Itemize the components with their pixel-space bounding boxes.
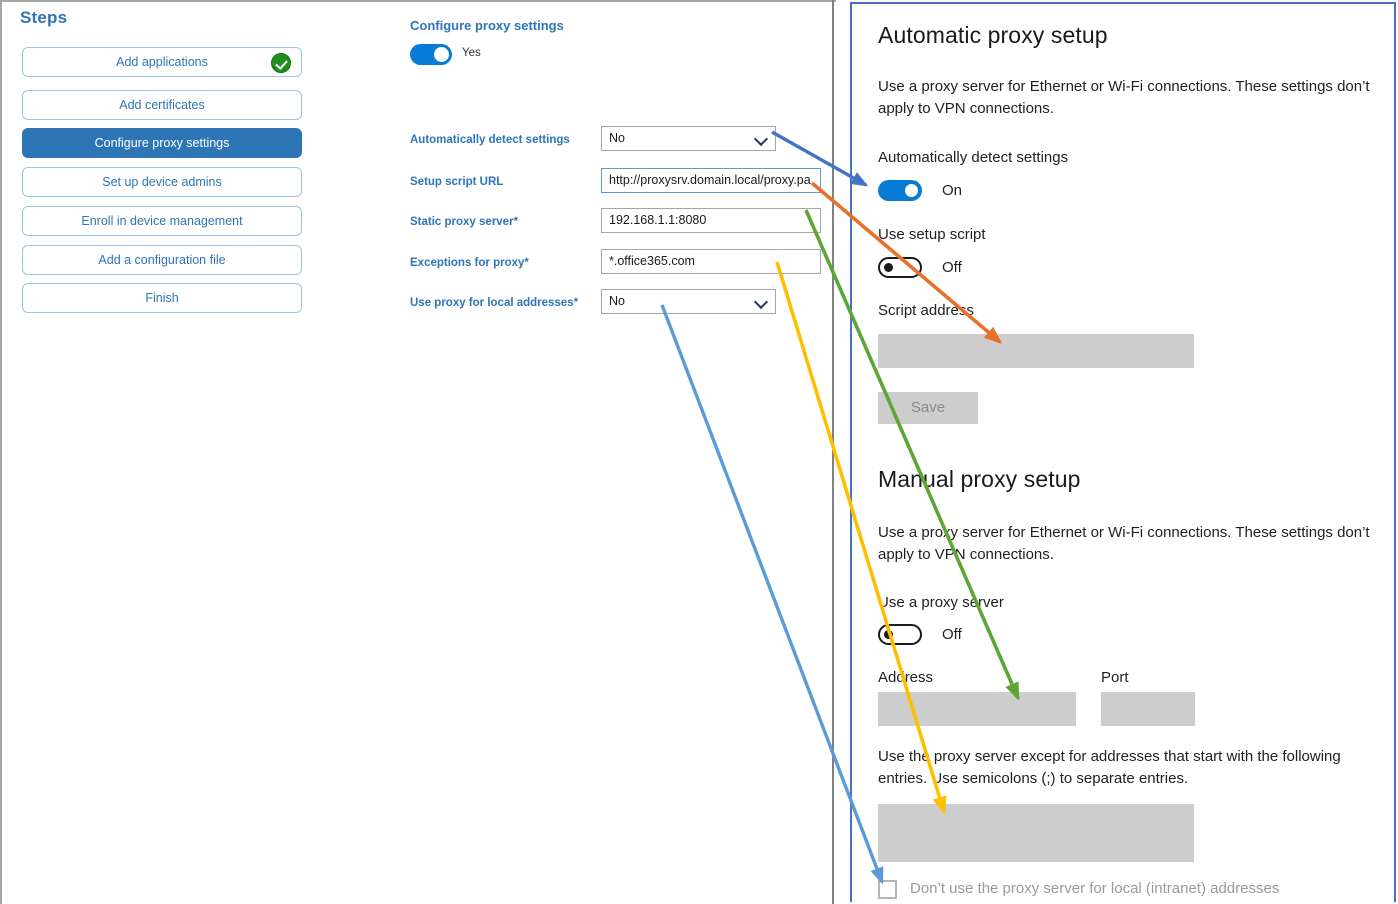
sidebar-item-add-certificates[interactable]: Add certificates [22,90,302,120]
sidebar-item-add-a-configuration-file[interactable]: Add a configuration file [22,245,302,275]
use-a-proxy-server-label: Use a proxy server [878,594,1004,611]
script-address-input[interactable] [878,334,1194,368]
port-input[interactable] [1101,692,1195,726]
use-setup-script-toggle[interactable] [878,257,922,278]
local-addresses-checkbox[interactable] [878,880,897,899]
required-marker: * [513,216,519,228]
step-label: Configure proxy settings [94,136,230,150]
step-label: Enroll in device management [81,214,243,228]
form-heading: Configure proxy settings [410,18,564,33]
port-label: Port [1101,669,1129,686]
chevron-down-icon [756,133,767,144]
address-input[interactable] [878,692,1076,726]
label-automatically-detect-settings: Automatically detect settings [410,134,570,146]
steps-panel: Steps Add applications Add certificates … [2,2,312,902]
input-value: *.office365.com [609,254,695,268]
use-setup-script-toggle-state: Off [942,259,962,276]
sidebar-item-enroll-in-device-management[interactable]: Enroll in device management [22,206,302,236]
step-label: Add a configuration file [98,253,226,267]
input-exceptions-for-proxy[interactable]: *.office365.com [601,249,821,274]
configure-proxy-toggle-label: Yes [462,47,481,59]
sidebar-item-add-applications[interactable]: Add applications [22,47,302,77]
save-button[interactable]: Save [878,392,978,424]
panel-divider [832,0,834,904]
required-marker: * [573,297,579,309]
manual-proxy-setup-heading: Manual proxy setup [878,466,1081,492]
input-setup-script-url[interactable]: http://proxysrv.domain.local/proxy.pa [601,168,821,193]
use-setup-script-label: Use setup script [878,226,986,243]
step-label: Set up device admins [102,175,222,189]
windows-proxy-settings-panel: Automatic proxy setup Use a proxy server… [850,2,1396,902]
steps-title: Steps [20,8,68,27]
manual-proxy-setup-description: Use a proxy server for Ethernet or Wi-Fi… [878,524,1370,563]
window-left-border [0,0,2,904]
sidebar-item-finish[interactable]: Finish [22,283,302,313]
select-value: No [609,294,625,308]
input-value: http://proxysrv.domain.local/proxy.pa [609,173,811,187]
label-use-proxy-for-local-addresses: Use proxy for local addresses* [410,297,579,309]
automatic-proxy-setup-description: Use a proxy server for Ethernet or Wi-Fi… [878,78,1370,117]
input-value: 192.168.1.1:8080 [609,213,707,227]
step-label: Add certificates [119,98,205,112]
select-automatically-detect-settings[interactable]: No [601,126,776,151]
proxy-form-panel: Configure proxy settings Yes Automatical… [400,0,830,904]
label-static-proxy-server: Static proxy server* [410,216,519,228]
use-a-proxy-server-toggle-state: Off [942,626,962,643]
select-value: No [609,131,625,145]
local-addresses-checkbox-label: Don’t use the proxy server for local (in… [910,880,1280,897]
script-address-label: Script address [878,302,974,319]
automatically-detect-settings-label: Automatically detect settings [878,149,1069,166]
automatically-detect-settings-toggle[interactable] [878,180,922,201]
input-static-proxy-server[interactable]: 192.168.1.1:8080 [601,208,821,233]
sidebar-item-set-up-device-admins[interactable]: Set up device admins [22,167,302,197]
label-setup-script-url: Setup script URL [410,176,504,188]
chevron-down-icon [756,296,767,307]
step-label: Add applications [116,55,208,69]
sidebar-item-configure-proxy-settings[interactable]: Configure proxy settings [22,128,302,158]
automatically-detect-settings-toggle-state: On [942,182,963,199]
proxy-exceptions-input[interactable] [878,804,1194,862]
use-a-proxy-server-toggle[interactable] [878,624,922,645]
step-label: Finish [145,291,179,305]
window-top-border [0,0,836,2]
configure-proxy-toggle[interactable] [410,44,452,65]
automatic-proxy-setup-heading: Automatic proxy setup [878,22,1108,48]
address-label: Address [878,669,934,686]
required-marker: * [524,257,529,269]
proxy-exceptions-description: Use the proxy server except for addresse… [878,748,1341,787]
label-exceptions-for-proxy: Exceptions for proxy* [410,257,529,269]
select-use-proxy-for-local-addresses[interactable]: No [601,289,776,314]
check-circle-icon [271,53,291,73]
